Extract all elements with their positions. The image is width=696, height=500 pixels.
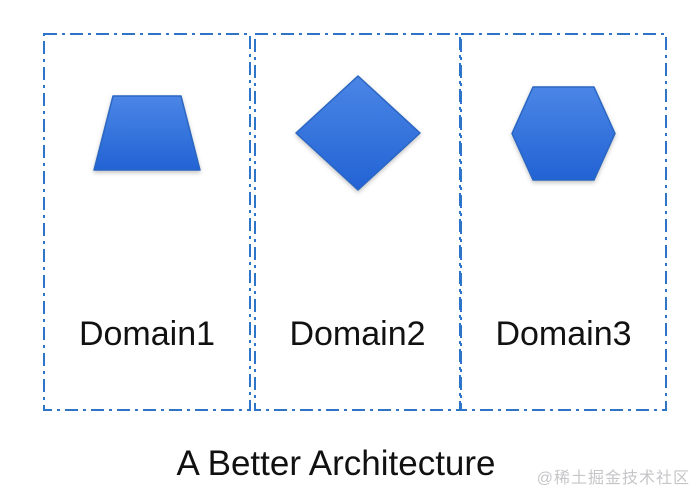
domain3-label: Domain3 [495, 315, 632, 353]
diamond-polygon [294, 75, 421, 191]
diamond-shape [294, 75, 421, 191]
diagram-title: A Better Architecture [176, 444, 496, 483]
trapezoid-shape [93, 95, 201, 171]
domain3-shape-area [460, 73, 667, 193]
domain2-shape-area [254, 73, 461, 193]
domain3-dashed-border [460, 33, 667, 411]
domain2-box: Domain2 [254, 33, 461, 411]
domain1-box: Domain1 [43, 33, 251, 411]
domain2-label: Domain2 [289, 315, 426, 353]
domain1-border-rect [43, 33, 251, 411]
domain3-border-rect [460, 33, 667, 411]
domain1-shape-area [43, 73, 251, 193]
domain3-box: Domain3 [460, 33, 667, 411]
watermark-text: @稀土掘金技术社区 [536, 470, 690, 487]
domain1-label: Domain1 [78, 315, 216, 353]
hexagon-polygon [511, 85, 616, 181]
domain1-dashed-border [43, 33, 251, 411]
trapezoid-polygon [93, 95, 201, 171]
hexagon-shape [511, 85, 616, 181]
